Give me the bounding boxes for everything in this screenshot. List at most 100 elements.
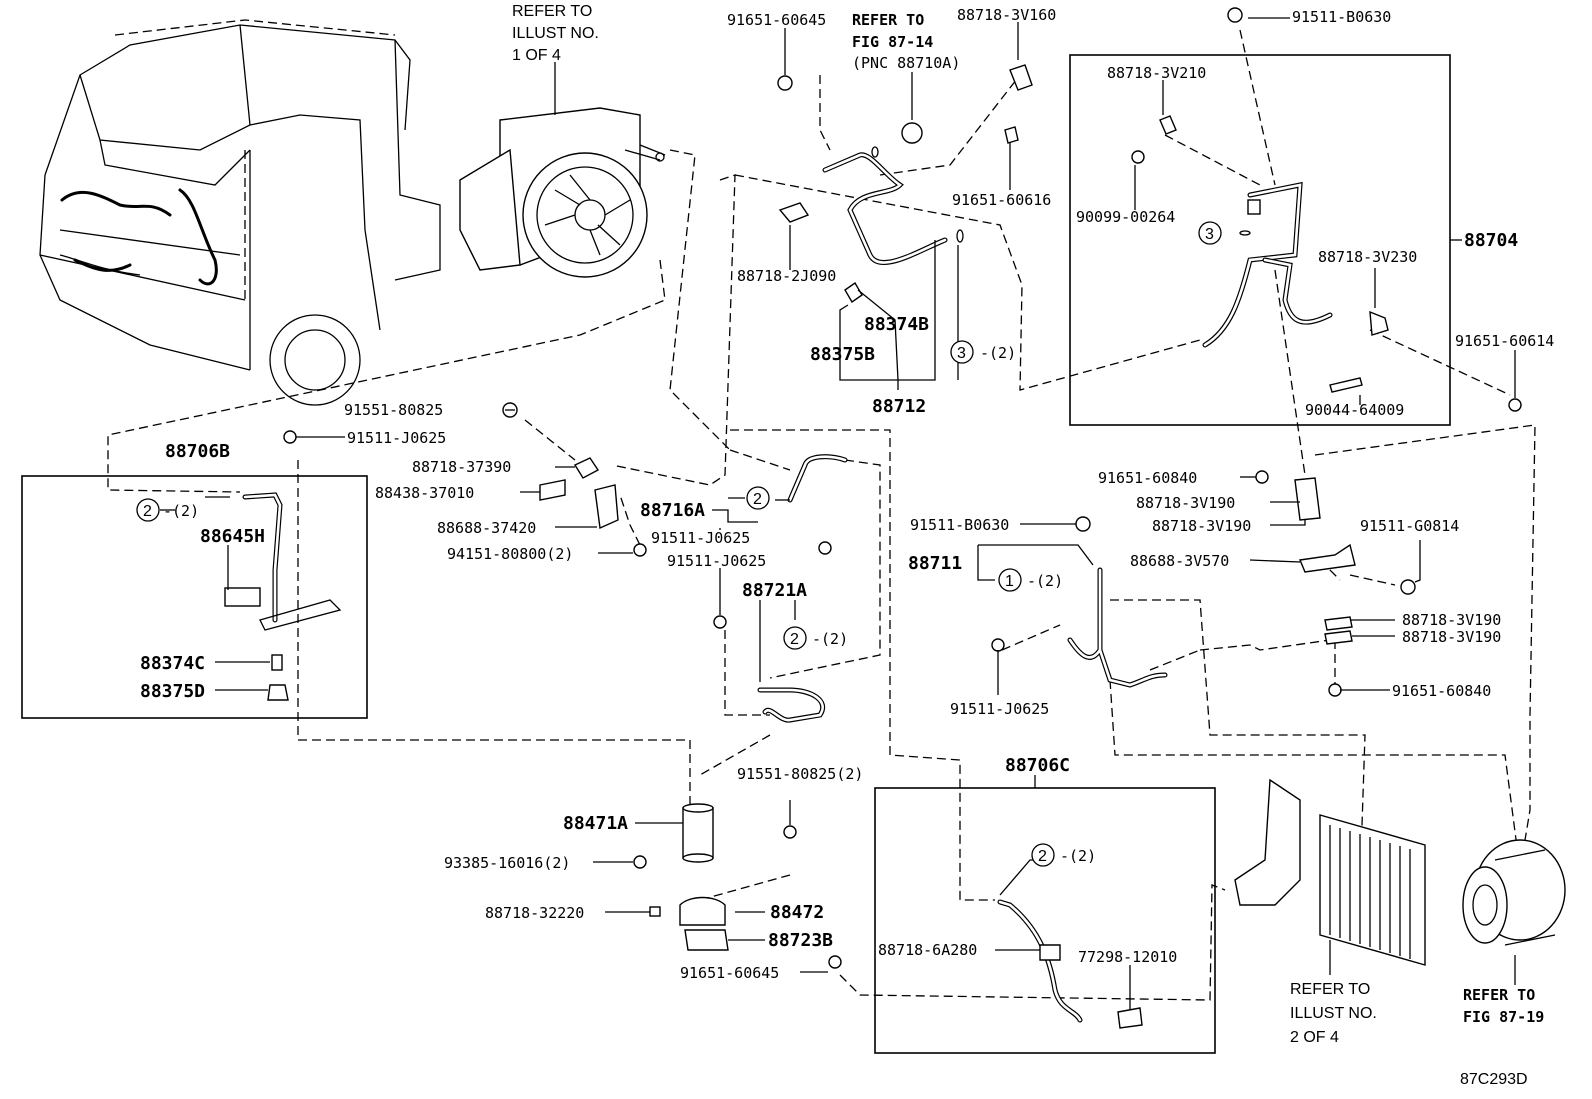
svg-text:2 OF 4: 2 OF 4 (1290, 1029, 1339, 1046)
part-label: 88688-3V570 (1130, 552, 1229, 570)
svg-text:1 OF 4: 1 OF 4 (512, 47, 561, 64)
part-label: 88712 (872, 396, 926, 417)
pipe-88706c (997, 899, 1143, 1029)
part-label: 88718-3V190 (1152, 517, 1251, 535)
part-label: 88375B (810, 344, 875, 365)
part-label: 88718-3V190 (1402, 611, 1501, 629)
part-label: 91551-80825(2) (737, 765, 863, 783)
part-label: 88438-37010 (375, 484, 474, 502)
circle-marker-2-88706b: 2 -(2) (136, 498, 199, 522)
part-label: 88721A (742, 580, 807, 601)
reference-label-fig-87-19: REFER TO FIG 87-19 (1463, 986, 1544, 1026)
circle-marker-2-88706c: 2 -(2) (1031, 843, 1096, 867)
part-label: 93385-16016(2) (444, 854, 570, 872)
pipe-88711 (991, 470, 1416, 697)
part-label: 91511-J0625 (950, 700, 1049, 718)
svg-text:-(2): -(2) (1027, 572, 1063, 590)
circle-marker-2-88721a: 2 -(2) (783, 626, 848, 650)
part-label: 88716A (640, 500, 705, 521)
svg-text:3: 3 (957, 345, 966, 362)
pipe-88712 (778, 146, 964, 304)
part-label: 88706B (165, 441, 230, 462)
part-label: 88718-3V190 (1402, 628, 1501, 646)
svg-text:-(2): -(2) (163, 502, 199, 520)
part-label: 88718-2J090 (737, 267, 836, 285)
svg-text:2: 2 (790, 631, 799, 648)
part-label: 88472 (770, 902, 824, 923)
part-label: 91551-80825 (344, 401, 443, 419)
part-label: 88718-37390 (412, 458, 511, 476)
pipe-88645h (224, 430, 342, 701)
part-label: 91651-60645 (727, 11, 826, 29)
box-88706b (21, 475, 368, 719)
part-label: 91651-60616 (952, 191, 1051, 209)
svg-text:(PNC 88710A): (PNC 88710A) (852, 54, 960, 72)
compressor (1462, 839, 1566, 946)
condenser-assembly (1234, 778, 1426, 966)
svg-text:REFER TO: REFER TO (1290, 981, 1370, 998)
condenser-fan-unit (459, 107, 666, 278)
reference-label-illust-2: REFER TO ILLUST NO. 2 OF 4 (1290, 981, 1377, 1046)
part-label: 88718-3V160 (957, 6, 1056, 24)
circle-marker-3-top: 3 (1198, 221, 1251, 245)
part-label: 88374C (140, 653, 205, 674)
leader-lines (160, 17, 1516, 1010)
part-label: 88374B (864, 314, 929, 335)
part-label: 90099-00264 (1076, 208, 1175, 226)
part-label: 88723B (768, 930, 833, 951)
part-label: 88711 (908, 553, 962, 574)
svg-text:FIG 87-14: FIG 87-14 (852, 33, 933, 51)
dashed-connection-lines (107, 29, 1536, 1001)
circle-marker-3-88712: 3 -(2) (950, 340, 1016, 364)
svg-text:2: 2 (1038, 848, 1047, 865)
svg-text:REFER TO: REFER TO (1463, 986, 1535, 1004)
part-label: 90044-64009 (1305, 401, 1404, 419)
svg-text:-(2): -(2) (1060, 847, 1096, 865)
diagram-code: 87C293D (1460, 1071, 1528, 1088)
svg-text:ILLUST NO.: ILLUST NO. (512, 25, 599, 42)
svg-text:3: 3 (1205, 226, 1214, 243)
part-label: 94151-80800(2) (447, 545, 573, 563)
part-label: 88718-3V230 (1318, 248, 1417, 266)
part-label: 88718-3V190 (1136, 494, 1235, 512)
misc-parts-top (777, 7, 1522, 412)
truck-cab-illustration (39, 19, 441, 406)
part-label: 88718-32220 (485, 904, 584, 922)
part-label: 91511-J0625 (651, 529, 750, 547)
circle-marker-2-88716a: 2 (746, 486, 770, 510)
part-label: 88688-37420 (437, 519, 536, 537)
svg-text:-(2): -(2) (812, 630, 848, 648)
part-label: 91511-J0625 (347, 429, 446, 447)
svg-text:1: 1 (1005, 573, 1014, 590)
pipe-88721a (713, 615, 825, 723)
part-label: 88375D (140, 681, 205, 702)
part-label: 88704 (1464, 230, 1518, 251)
part-label: 91511-B0630 (910, 516, 1009, 534)
part-label: 88718-3V210 (1107, 64, 1206, 82)
part-label: 88645H (200, 526, 265, 547)
part-label: 88718-6A280 (878, 941, 977, 959)
part-label: 77298-12010 (1078, 948, 1177, 966)
reference-label-illust-1: REFER TO ILLUST NO. 1 OF 4 (512, 3, 599, 64)
svg-text:REFER TO: REFER TO (512, 3, 592, 20)
svg-text:REFER TO: REFER TO (852, 11, 924, 29)
part-label: 91651-60840 (1098, 469, 1197, 487)
part-label: 88471A (563, 813, 628, 834)
part-label: 91651-60840 (1392, 682, 1491, 700)
box-88704 (1069, 54, 1451, 426)
receiver-88471a (633, 803, 842, 969)
part-label: 91511-J0625 (667, 552, 766, 570)
svg-text:FIG 87-19: FIG 87-19 (1463, 1008, 1544, 1026)
svg-text:2: 2 (753, 491, 762, 508)
svg-text:-(2): -(2) (980, 344, 1016, 362)
part-label: 91651-60645 (680, 964, 779, 982)
pipe-88704 (1131, 115, 1389, 393)
part-label: 91511-G0814 (1360, 517, 1459, 535)
circle-marker-1-88711: 1 -(2) (998, 568, 1063, 592)
part-label: 88706C (1005, 755, 1070, 776)
reference-label-fig-87-14: REFER TO FIG 87-14 (PNC 88710A) (852, 11, 960, 72)
svg-text:ILLUST NO.: ILLUST NO. (1290, 1005, 1377, 1022)
part-label: 91651-60614 (1455, 332, 1554, 350)
svg-text:2: 2 (143, 503, 152, 520)
